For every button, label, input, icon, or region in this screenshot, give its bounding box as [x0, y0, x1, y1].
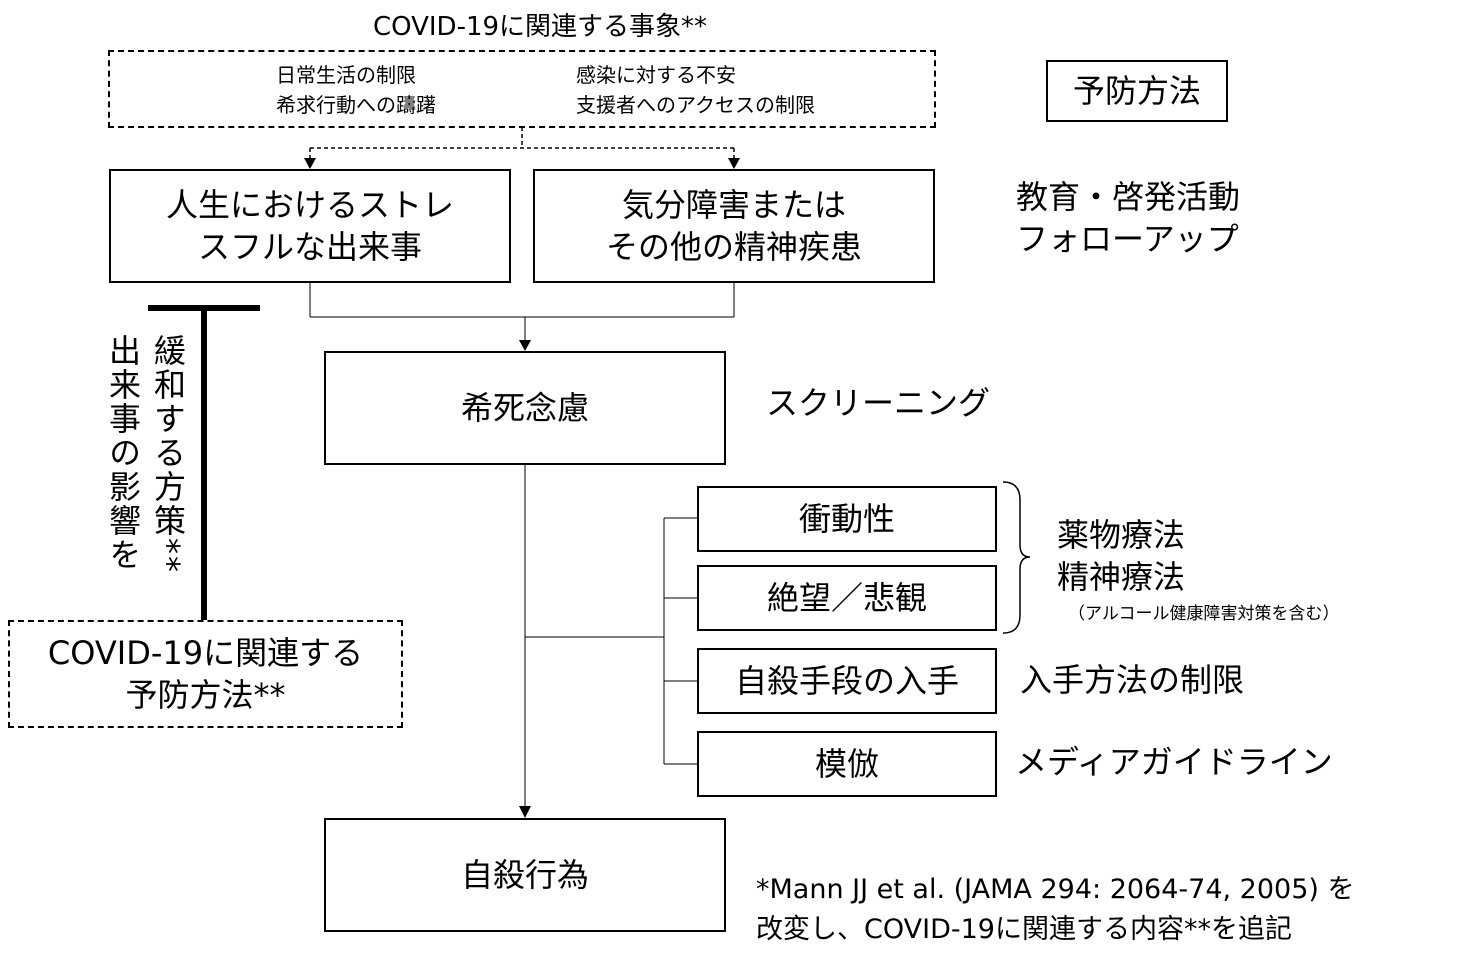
stressful-events-box: 人生におけるストレ スフルな出来事: [109, 169, 511, 283]
mood-disorders-box: 気分障害または その他の精神疾患: [533, 169, 935, 283]
mitigation-text-right: 緩和する方策**: [149, 334, 187, 574]
mood-disorders-line2: その他の精神疾患: [605, 228, 862, 266]
event-help-seeking: 希求行動への躊躇: [276, 93, 436, 117]
curly-brace: [1002, 481, 1031, 634]
means-box: 自殺手段の入手: [697, 648, 997, 714]
screening-label: スクリーニング: [766, 384, 991, 422]
arrowhead-behavior: [519, 806, 531, 818]
footnote-line1: *Mann JJ et al. (JAMA 294: 2064-74, 2005…: [756, 874, 1355, 905]
covid-prevention-line2: 予防方法**: [125, 676, 286, 714]
suicidal-ideation-box: 希死念慮: [324, 351, 726, 465]
event-infection-anxiety: 感染に対する不安: [576, 63, 736, 87]
arrowhead-ideation: [519, 340, 531, 351]
education-line1: 教育・啓発活動: [1016, 178, 1241, 216]
education-label: 教育・啓発活動 フォローアップ: [1016, 176, 1240, 260]
imitation-box: 模倣: [697, 731, 997, 797]
covid-events-left: 日常生活の制限 希求行動への躊躇: [276, 60, 436, 120]
event-daily-life: 日常生活の制限: [276, 63, 416, 87]
covid-prevention-line1: COVID-19に関連する: [47, 634, 364, 672]
covid-prevention-box: COVID-19に関連する 予防方法**: [8, 620, 403, 728]
impulsivity-box: 衝動性: [697, 486, 997, 552]
therapy-drug: 薬物療法: [1057, 516, 1186, 554]
suicidal-behavior-box: 自殺行為: [324, 818, 726, 932]
therapy-psycho: 精神療法: [1057, 558, 1186, 596]
covid-events-right: 感染に対する不安 支援者へのアクセスの制限: [576, 60, 815, 120]
mood-disorders-line1: 気分障害または: [621, 186, 846, 224]
prevention-header: 予防方法: [1046, 60, 1228, 122]
footnote: *Mann JJ et al. (JAMA 294: 2064-74, 2005…: [756, 870, 1355, 950]
education-line2: フォローアップ: [1016, 220, 1239, 258]
stressful-events-line2: スフルな出来事: [197, 228, 422, 266]
covid-events-box: 日常生活の制限 希求行動への躊躇 感染に対する不安 支援者へのアクセスの制限: [108, 50, 936, 128]
therapy-note: （アルコール健康障害対策を含む）: [1068, 604, 1340, 624]
arrowhead-left: [304, 158, 316, 169]
means-restriction-label: 入手方法の制限: [1020, 661, 1245, 699]
stressful-events-line1: 人生におけるストレ: [165, 186, 454, 224]
mitigation-text-left: 出来事の影響を: [104, 334, 142, 572]
covid-events-title: COVID-19に関連する事象**: [372, 12, 708, 42]
therapy-label: 薬物療法 精神療法: [1057, 514, 1185, 598]
media-guideline-label: メディアガイドライン: [1015, 743, 1333, 781]
footnote-line2: 改変し、COVID-19に関連する内容**を追記: [756, 914, 1292, 945]
arrowhead-right: [728, 158, 740, 169]
despair-box: 絶望／悲観: [697, 565, 997, 631]
event-access-limit: 支援者へのアクセスの制限: [576, 93, 815, 117]
